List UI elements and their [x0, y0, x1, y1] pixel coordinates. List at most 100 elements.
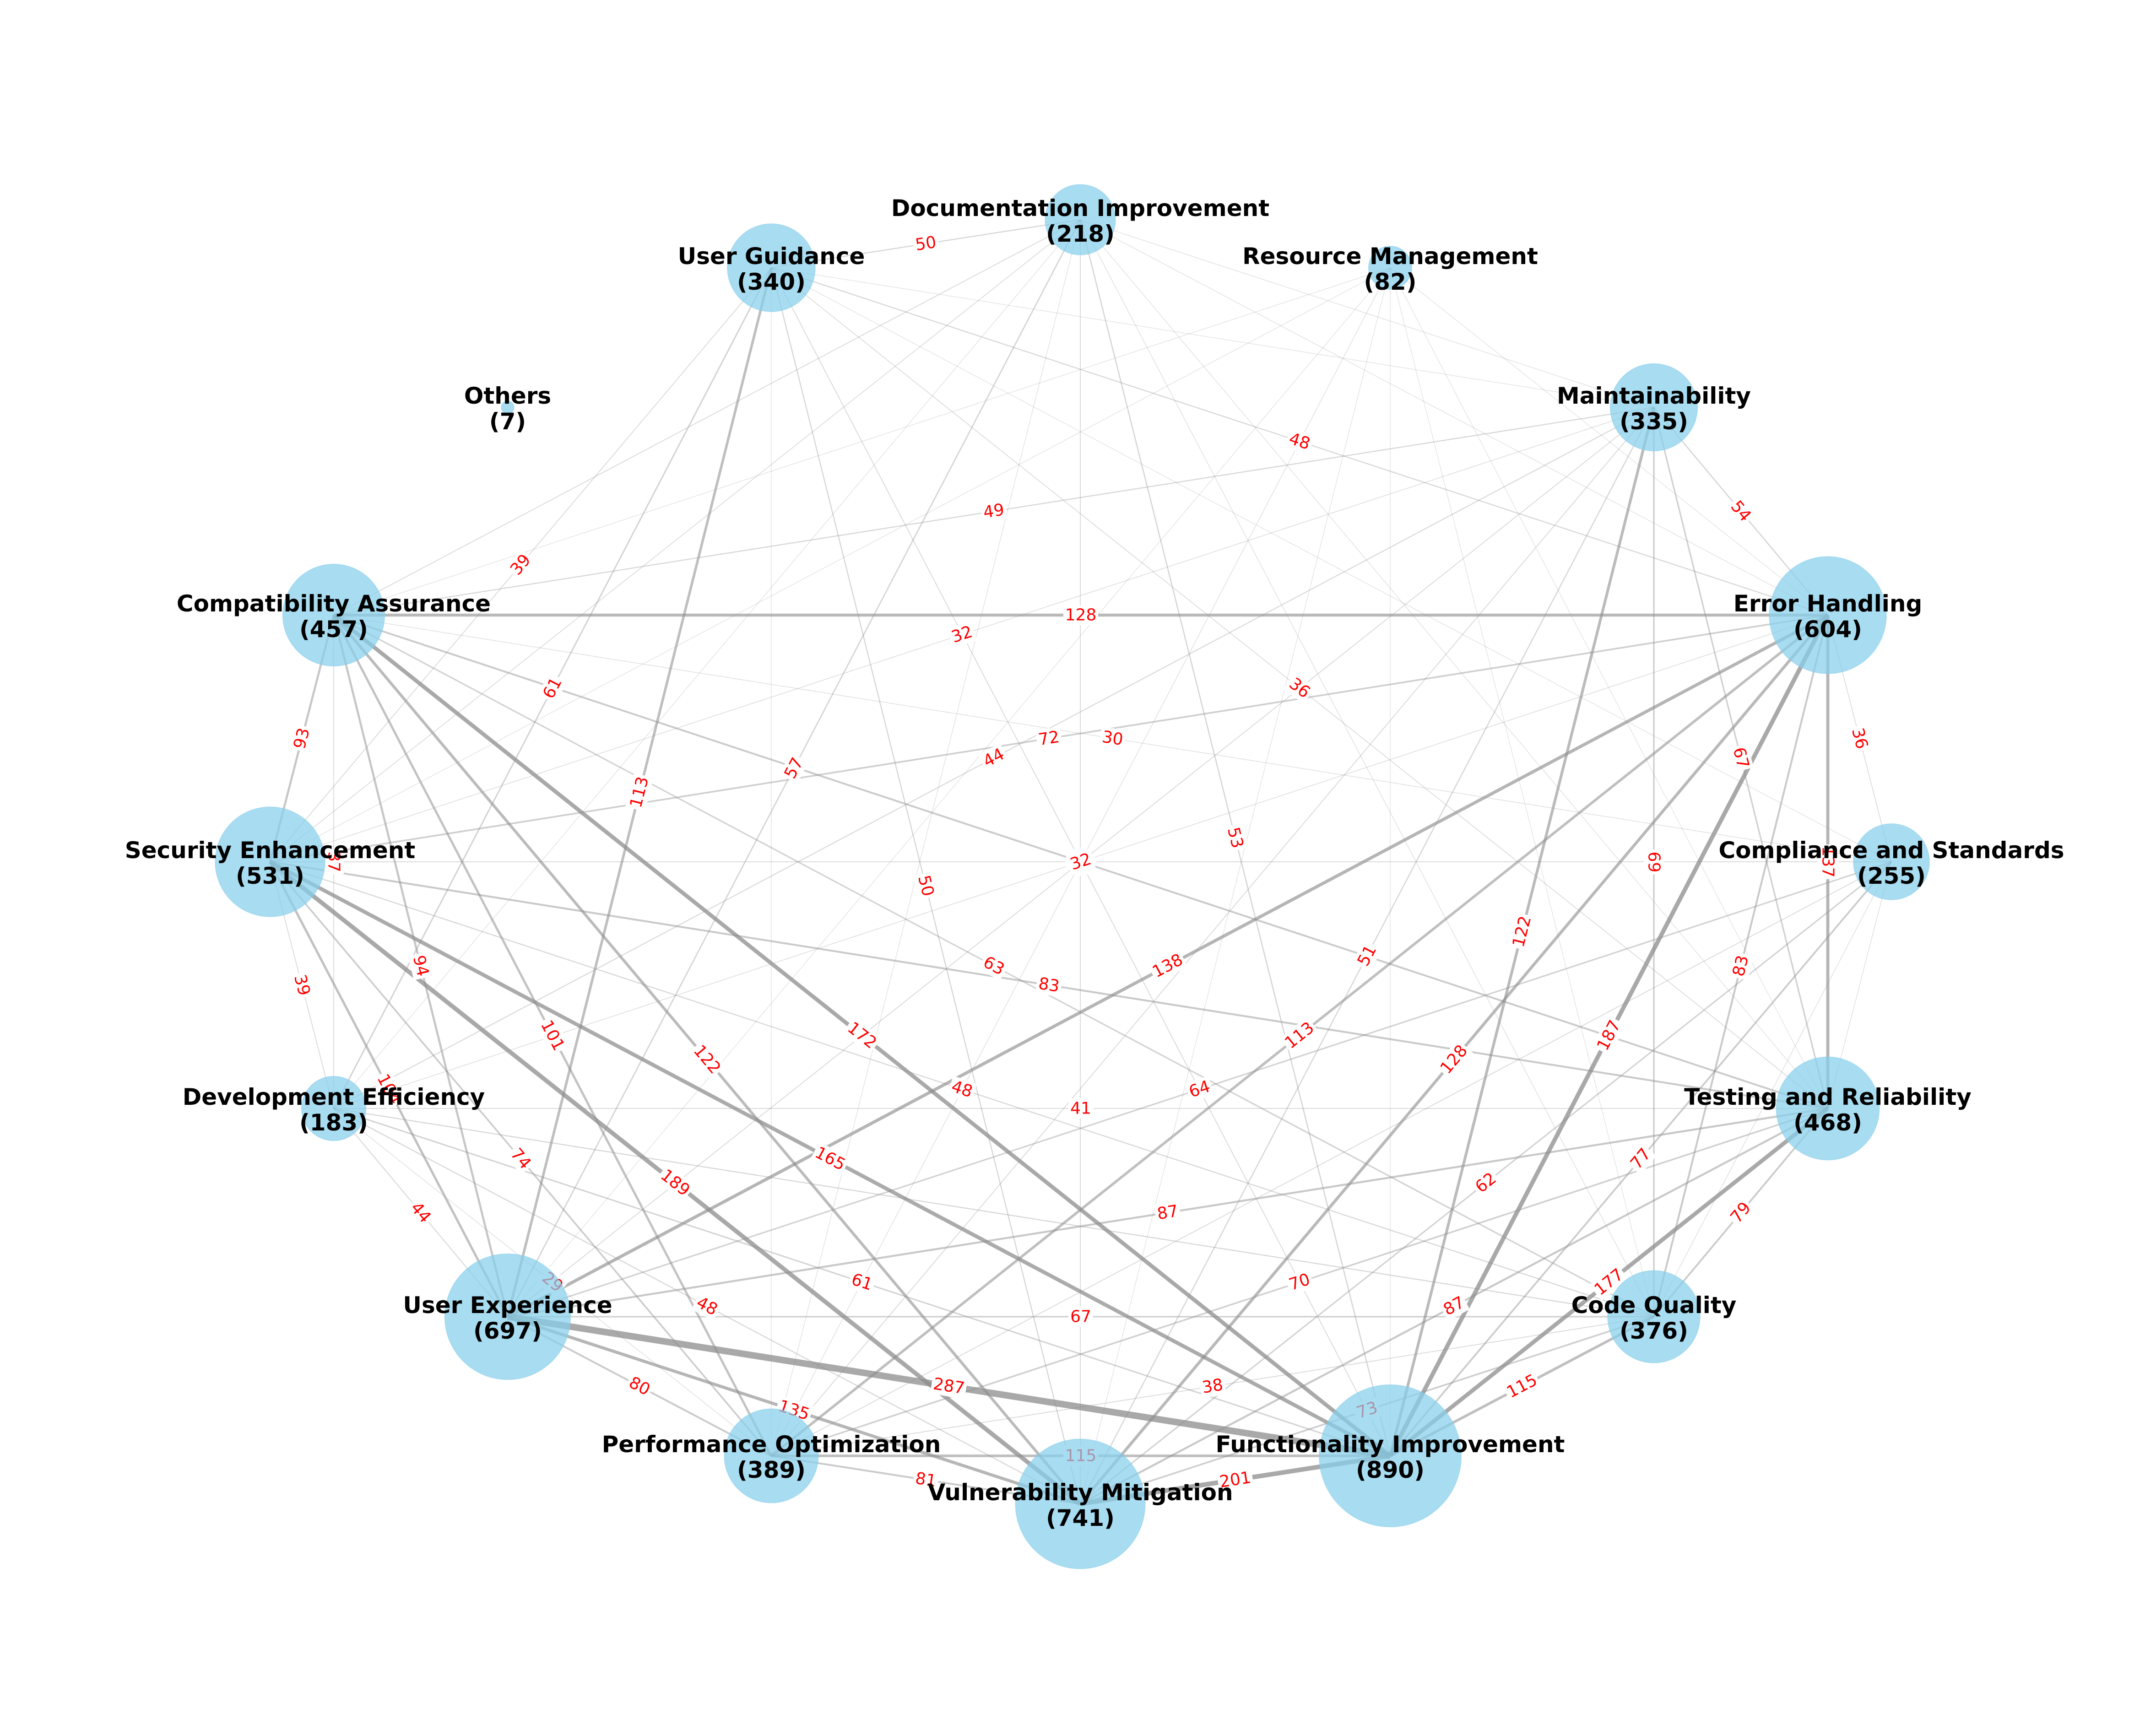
node-count-oth: (7) — [489, 408, 526, 435]
node-count-err: (604) — [1793, 616, 1862, 643]
node-circle-oth — [501, 400, 515, 414]
edge-label-group-po-vm: 81 — [912, 1468, 940, 1492]
edge-label-background — [1216, 1467, 1254, 1493]
edge-label: 137 — [1819, 846, 1837, 878]
edge-label-group-tst-vm: 87 — [1438, 1291, 1470, 1321]
edge-label-group-dev-tst: 41 — [1068, 1098, 1093, 1119]
edge-label-background — [1625, 1143, 1657, 1175]
edge-label-group-mai-cq: 69 — [1644, 849, 1664, 875]
edge-label-background — [1725, 495, 1757, 527]
edge-label-background — [913, 871, 939, 901]
edge-label-group-cmp-ux: 64 — [1184, 1076, 1215, 1103]
node-circle-dev — [301, 1076, 367, 1141]
edge-label-background — [1222, 823, 1248, 853]
edge-label-group-ux-po: 80 — [623, 1371, 655, 1401]
edge-label-background — [623, 1371, 655, 1401]
edge-label-group-tst-ux: 87 — [1154, 1200, 1182, 1225]
edge-label-group-mai-tst: 67 — [1728, 743, 1754, 773]
edge-label-background — [1435, 1039, 1473, 1080]
edge-label-background — [930, 1373, 968, 1399]
edge-label-background — [774, 1395, 814, 1426]
edge-label: 54 — [1727, 497, 1755, 525]
edge-label: 51 — [1354, 942, 1381, 969]
node-name-vm: Vulnerability Mitigation — [927, 1479, 1233, 1506]
node-name-dev: Development Efficiency — [183, 1084, 485, 1110]
edge-label-group-ug-doc: 50 — [912, 232, 940, 256]
edge-label-group-mai-err: 54 — [1725, 495, 1757, 527]
edge-label: 39 — [507, 551, 535, 578]
edge-label-background — [1847, 724, 1873, 753]
edge-cmp-cq — [1653, 861, 1892, 1317]
node-circle-sec — [215, 806, 325, 917]
edge-label-background — [842, 1016, 882, 1054]
edge-label-background — [980, 499, 1008, 523]
node-name-tst: Testing and Reliability — [1684, 1084, 1972, 1110]
node-count-tst: (468) — [1793, 1109, 1862, 1136]
node-count-dev: (183) — [299, 1109, 368, 1136]
edge-res-tst — [1390, 267, 1828, 1109]
edge-label-background — [912, 1468, 940, 1492]
edge-label-background — [1284, 672, 1316, 704]
edge-label-background — [1728, 743, 1754, 773]
edge-label-background — [947, 1076, 977, 1103]
edge-label-group-ca-err: 128 — [1063, 605, 1098, 625]
edge-doc-tst — [1080, 219, 1828, 1109]
node-circle-doc — [1045, 184, 1116, 255]
edge-label-group-err-ux: 138 — [1148, 949, 1188, 983]
node-circle-res — [1368, 245, 1413, 290]
edge-label-group-mai-fi: 122 — [1508, 912, 1536, 951]
node-count-sec: (531) — [236, 863, 304, 889]
edge-label-background — [405, 1196, 437, 1229]
edge-label-background — [1508, 912, 1536, 951]
edge-label-group-vm-fi: 201 — [1216, 1467, 1254, 1493]
edge-label: 41 — [1070, 1099, 1091, 1118]
edge-label-group-ca-po: 101 — [535, 1015, 570, 1056]
edge-label-background — [655, 1164, 695, 1202]
edge-label-background — [978, 743, 1010, 773]
edge-doc-ca — [333, 219, 1081, 616]
edge-label-background — [625, 773, 654, 812]
edge-label-background — [535, 1015, 570, 1056]
edge-label-background — [978, 951, 1010, 981]
edge-res-ux — [507, 267, 1391, 1317]
edge-label-group-ug-vm: 50 — [913, 871, 939, 901]
edge-label: 81 — [914, 1469, 938, 1491]
edge-label-background — [810, 1141, 850, 1176]
edge-res-vm — [1080, 267, 1391, 1504]
edge-doc-po — [771, 219, 1081, 1456]
edge-label-group-err-fi: 187 — [1592, 1015, 1626, 1056]
edge-label-background — [779, 752, 809, 784]
edge-ug-mai — [771, 267, 1654, 408]
edge-label-background — [1184, 1076, 1215, 1103]
edge-label-group-err-tst: 137 — [1818, 844, 1838, 879]
edge-label-group-tst-cq: 79 — [1725, 1196, 1757, 1229]
node-count-doc: (218) — [1046, 221, 1115, 247]
node-name-ug: User Guidance — [678, 243, 865, 270]
edge-label-background — [912, 232, 940, 256]
edge-label-group-ca-cmp: 30 — [1099, 726, 1127, 751]
edge-mai-po — [771, 407, 1654, 1456]
edge-label-background — [1066, 848, 1096, 876]
edge-res-cq — [1390, 267, 1654, 1317]
edge-label-group-ca-dev: 37 — [324, 849, 344, 874]
node-circle-fi — [1318, 1384, 1462, 1528]
edge-label-group-err-dev: 32 — [1066, 848, 1096, 876]
edge-label: 67 — [1070, 1308, 1091, 1326]
edge-label-background — [1035, 726, 1063, 751]
node-circle-mai — [1609, 363, 1698, 452]
node-circle-po — [724, 1408, 819, 1503]
edge-label-background — [505, 549, 536, 581]
edge-label: 80 — [626, 1373, 653, 1400]
edge-label-group-ug-err: 48 — [1284, 428, 1315, 455]
edge-label-background — [1068, 1098, 1093, 1119]
edge-label-background — [538, 672, 567, 704]
edge-label-background — [1502, 1369, 1542, 1404]
node-circle-ux — [444, 1253, 571, 1380]
node-circle-err — [1769, 556, 1887, 674]
node-count-vm: (741) — [1046, 1505, 1115, 1531]
node-count-ug: (340) — [737, 269, 806, 295]
edge-dev-cq — [333, 1108, 1654, 1318]
edge-label-group-ca-sec: 93 — [289, 724, 315, 753]
edge-label-background — [1198, 1374, 1227, 1398]
